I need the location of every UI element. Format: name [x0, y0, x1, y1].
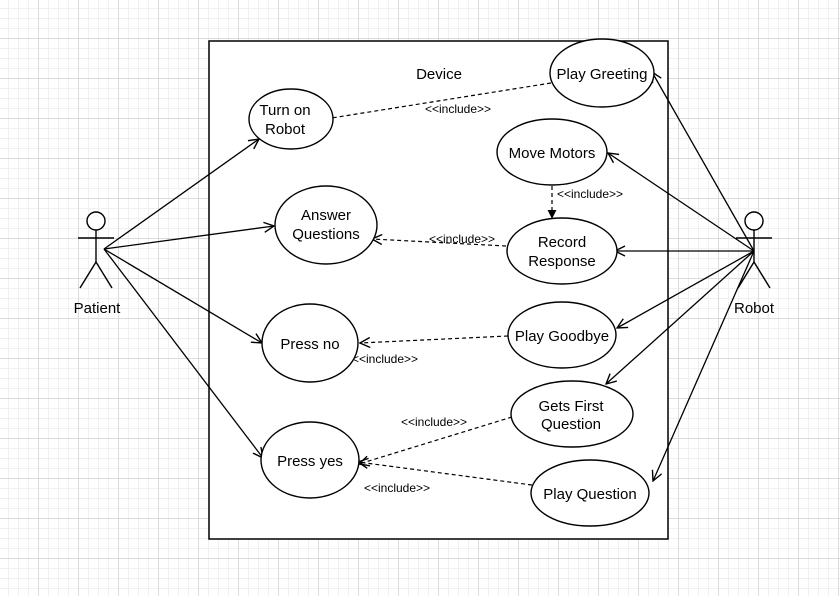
robot-associations: [606, 72, 755, 481]
robot-actor[interactable]: [736, 211, 772, 289]
assoc-robot-move-motors: [608, 153, 755, 252]
assoc-patient-answer-questions: [103, 226, 274, 250]
include-play-question-press-yes: [358, 462, 533, 486]
use-case-play-greeting[interactable]: Play Greeting: [549, 38, 655, 108]
svg-text:Move Motors: Move Motors: [509, 145, 596, 162]
assoc-robot-play-greeting: [652, 72, 755, 252]
assoc-robot-play-question: [653, 250, 755, 481]
svg-text:Play Goodbye: Play Goodbye: [515, 328, 609, 345]
include-label-goodbye: <<include>>: [352, 352, 418, 366]
use-case-press-no[interactable]: Press no: [261, 303, 359, 383]
assoc-robot-play-goodbye: [617, 250, 755, 328]
robot-label: Robot: [734, 300, 775, 317]
use-case-move-motors[interactable]: Move Motors: [496, 118, 608, 186]
patient-actor[interactable]: [78, 211, 114, 289]
patient-associations: [103, 139, 274, 458]
assoc-patient-press-yes: [103, 248, 263, 458]
svg-text:Press yes: Press yes: [277, 453, 343, 470]
assoc-patient-turn-on-robot: [103, 139, 259, 250]
include-relations: [319, 82, 557, 486]
include-label-motors: <<include>>: [557, 187, 623, 201]
assoc-patient-press-no: [103, 248, 262, 343]
include-record-answer: [372, 239, 507, 247]
use-case-play-question[interactable]: Play Question: [530, 459, 650, 527]
include-first-question-press-yes: [359, 416, 513, 464]
patient-label: Patient: [74, 300, 122, 317]
svg-text:Press no: Press no: [280, 336, 339, 353]
include-label-record: <<include>>: [429, 232, 495, 246]
assoc-robot-gets-first-question: [606, 250, 755, 384]
include-goodbye-press-no: [360, 335, 509, 343]
svg-text:Play Question: Play Question: [543, 486, 636, 503]
use-case-press-yes[interactable]: Press yes: [260, 421, 360, 499]
svg-text:Play Greeting: Play Greeting: [557, 66, 648, 83]
include-label-greeting: <<include>>: [425, 102, 491, 116]
boundary-label: Device: [416, 66, 462, 83]
use-case-play-goodbye[interactable]: Play Goodbye: [507, 301, 617, 369]
include-label-first-question: <<include>>: [401, 415, 467, 429]
include-label-play-question: <<include>>: [364, 481, 430, 495]
